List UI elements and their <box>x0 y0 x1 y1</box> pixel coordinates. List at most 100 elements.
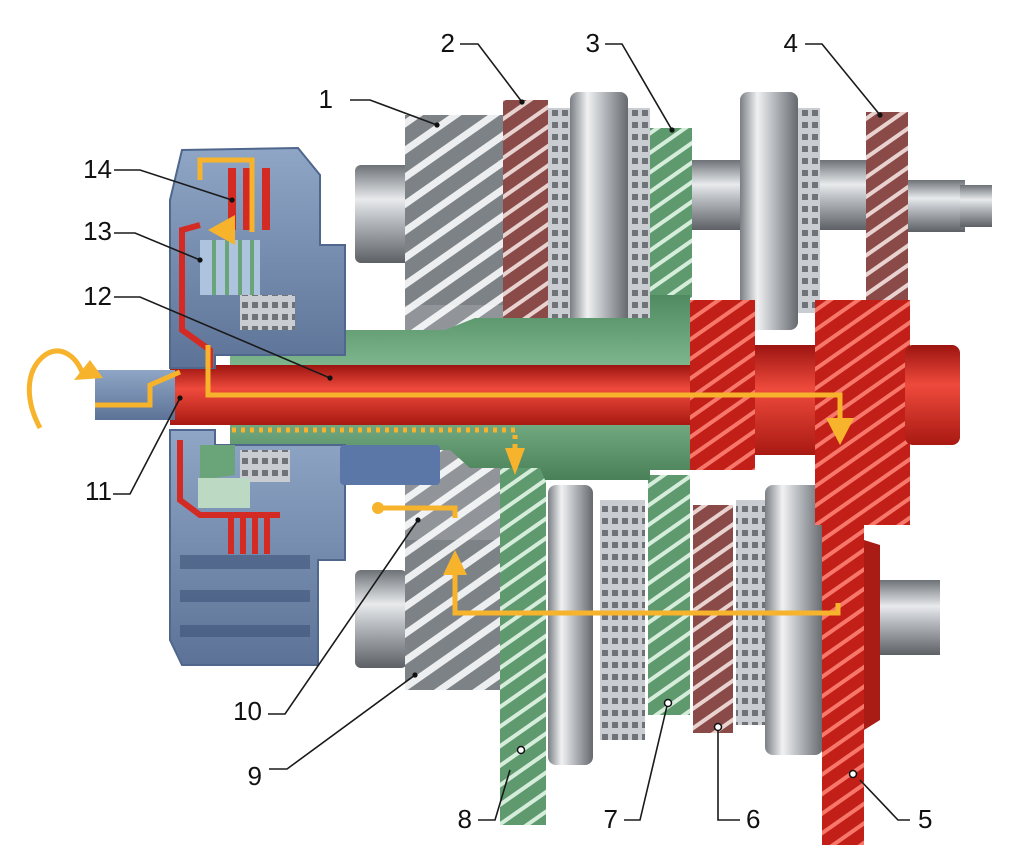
callout-target-marker <box>415 517 421 523</box>
callout-target-marker <box>434 122 440 128</box>
callout-leader-line <box>805 43 881 116</box>
k2-carrier-lower <box>200 445 235 480</box>
k2-plate-2 <box>225 240 229 295</box>
callout-leader-line <box>114 296 331 379</box>
red-shaft-end <box>905 345 960 445</box>
callout-number: 6 <box>746 804 760 834</box>
red-shaft-gear-b <box>815 300 910 525</box>
callout-11: 11 <box>85 395 183 506</box>
upper-synchronizer-2 <box>740 92 820 330</box>
callout-leader-line <box>605 43 673 131</box>
callout-leader-line <box>268 519 419 715</box>
upper-synchronizer-1 <box>548 92 650 330</box>
callout-2: 2 <box>441 28 525 105</box>
callout-5: 5 <box>848 769 932 834</box>
k1-plate-2 <box>243 168 251 230</box>
callout-number: 4 <box>784 28 798 58</box>
callout-number: 5 <box>918 804 932 834</box>
odd-gear-flow-path <box>205 345 843 420</box>
callout-target-marker <box>177 395 183 401</box>
callout-number: 1 <box>319 84 333 114</box>
callout-number: 8 <box>458 804 472 834</box>
gear-1-helical <box>405 115 505 305</box>
dual-clutch-pack <box>95 146 440 666</box>
k2-plate-3 <box>238 240 242 295</box>
housing-rib-3 <box>180 625 310 637</box>
k1-plate-lower-3 <box>252 512 258 554</box>
gear-6-helical <box>693 505 733 733</box>
callout-number: 14 <box>83 154 112 184</box>
callout-number: 7 <box>604 804 618 834</box>
callout-10: 10 <box>233 517 421 726</box>
k1-plate-3 <box>262 168 270 230</box>
callout-3: 3 <box>586 28 675 133</box>
lower-output-shaft <box>355 570 940 668</box>
callout-6: 6 <box>713 722 760 834</box>
upper-shaft-bearing <box>355 165 415 263</box>
input-rotation-arrow <box>26 348 85 430</box>
gear-3-helical <box>650 128 692 298</box>
gear-8-helical <box>500 440 546 825</box>
callout-leader-line <box>859 779 910 821</box>
callout-number: 13 <box>83 216 112 246</box>
callout-4: 4 <box>784 28 883 118</box>
even-shaft-flow-dashed <box>232 427 518 455</box>
clutch-flow-loop <box>197 157 255 232</box>
callout-1: 1 <box>319 84 440 128</box>
power-flow-arrowheads <box>74 215 854 575</box>
callout-target-marker <box>663 698 673 708</box>
callout-leader-line <box>717 728 740 821</box>
lower-shaft-end <box>880 580 940 655</box>
red-shaft-gear-a <box>690 300 755 470</box>
callout-7: 7 <box>604 698 673 834</box>
k2-pack-lower <box>198 478 250 508</box>
callout-target-marker <box>197 257 203 263</box>
callout-leader-line <box>114 169 233 201</box>
callout-8: 8 <box>458 745 526 834</box>
callout-target-marker <box>229 197 235 203</box>
callout-leader-line <box>114 232 201 261</box>
gear-2-helical <box>503 100 548 320</box>
k1-plate-lower-4 <box>264 512 270 554</box>
odd-flow-arrowhead <box>826 418 854 445</box>
callout-leader-line <box>478 769 511 821</box>
upper-shaft-stub <box>960 185 992 227</box>
callout-leader-line <box>269 674 416 770</box>
idle-flow-node <box>372 502 384 514</box>
gear-4-helical <box>866 112 908 307</box>
output-arrowhead <box>443 550 467 575</box>
callout-13: 13 <box>83 216 203 263</box>
callout-target-marker <box>519 99 525 105</box>
k1-plate-lower-1 <box>228 512 234 554</box>
power-flow <box>26 157 843 616</box>
callout-target-marker <box>327 375 333 381</box>
callout-12: 12 <box>83 281 333 381</box>
callout-target-marker <box>516 745 526 755</box>
callout-number: 12 <box>83 281 112 311</box>
callout-target-marker <box>669 127 675 133</box>
callout-number: 10 <box>233 696 262 726</box>
gear-5-hub <box>864 540 880 730</box>
output-flow-path <box>452 570 841 616</box>
return-spring-upper <box>240 295 295 330</box>
callout-number: 3 <box>586 28 600 58</box>
callout-leader-line <box>460 43 523 103</box>
even-flow-arrowhead <box>505 448 525 475</box>
callout-target-marker <box>713 722 723 732</box>
callout-14: 14 <box>83 154 235 203</box>
lower-shaft-bearing <box>355 570 407 668</box>
lower-synchronizer-1 <box>548 485 645 765</box>
callout-target-marker <box>412 672 418 678</box>
red-shaft-collar <box>755 345 815 455</box>
idle-flow-path <box>380 505 458 518</box>
callout-9: 9 <box>248 672 418 791</box>
input-flow-path <box>95 369 181 408</box>
callout-leader-line <box>113 397 181 495</box>
callout-target-marker <box>848 769 858 779</box>
k1-plate-lower-2 <box>240 512 246 554</box>
housing-rib-2 <box>180 590 310 602</box>
clutch-arrowhead <box>208 215 235 245</box>
